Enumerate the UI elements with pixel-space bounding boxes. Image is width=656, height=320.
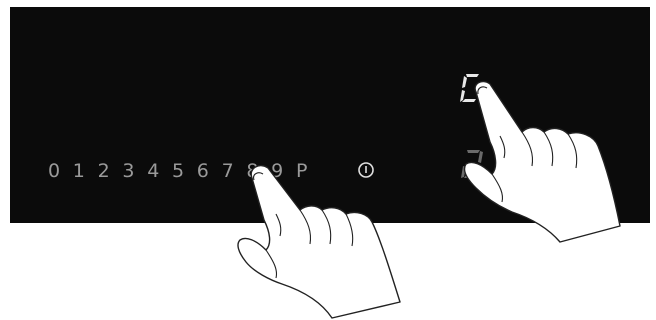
level-3[interactable]: 3 [122, 160, 147, 182]
level-0[interactable]: 0 [48, 160, 73, 182]
level-7[interactable]: 7 [222, 160, 247, 182]
level-1[interactable]: 1 [73, 160, 98, 182]
level-4[interactable]: 4 [147, 160, 172, 182]
zone-display-c [458, 72, 484, 106]
level-2[interactable]: 2 [98, 160, 123, 182]
level-5[interactable]: 5 [172, 160, 197, 182]
power-level-slider[interactable]: 0 1 2 3 4 5 6 7 8 9 P [48, 160, 321, 182]
level-9[interactable]: 9 [271, 160, 296, 182]
level-p[interactable]: P [296, 160, 321, 182]
level-8[interactable]: 8 [246, 160, 271, 182]
power-icon[interactable] [357, 161, 375, 179]
cooktop-panel [10, 7, 650, 223]
zone-indicator-7 [459, 148, 485, 184]
level-6[interactable]: 6 [197, 160, 222, 182]
